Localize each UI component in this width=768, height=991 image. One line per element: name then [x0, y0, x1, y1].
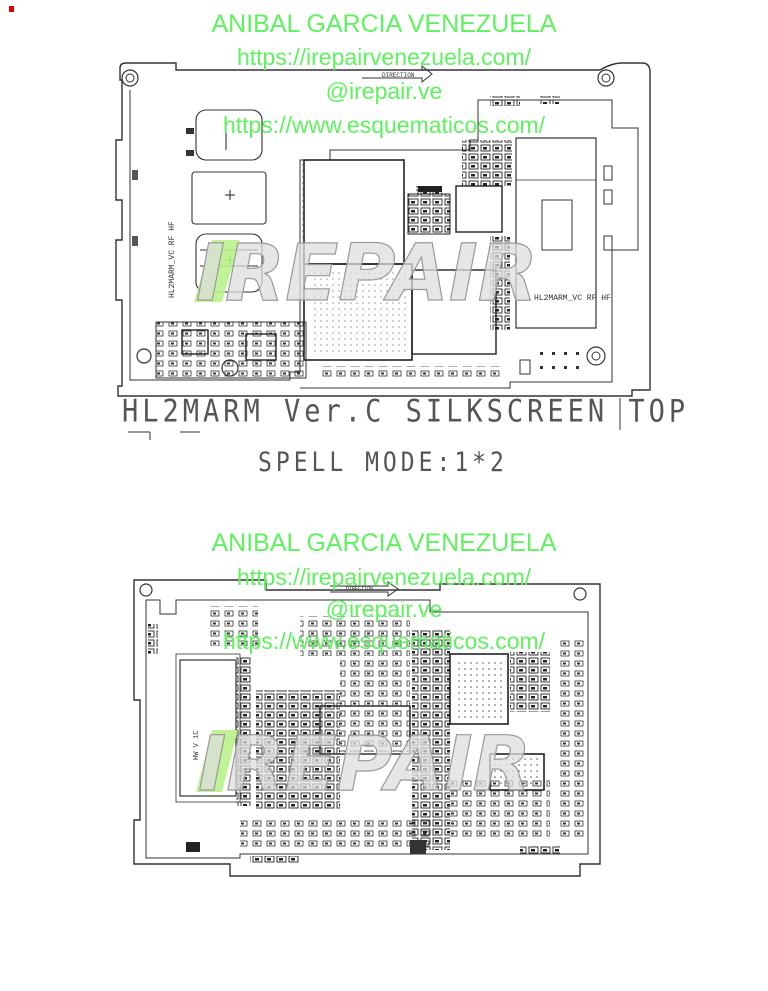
logo-text-bottom: IREPAIR — [198, 719, 531, 808]
bottom-direction-label: DIRECTION — [346, 586, 373, 592]
irepair-logo-top: IREPAIR — [194, 228, 538, 320]
top-board-label-left: HL2MARM_VC RF HF — [168, 221, 177, 298]
spell-mode-caption: SPELL MODE:1*2 — [258, 448, 508, 478]
svg-text:HW V 1C: HW V 1C — [193, 731, 201, 760]
bottom-board: HW V 1C — [133, 579, 601, 877]
irepair-logo-bottom: IREPAIR — [196, 718, 532, 809]
top-board — [115, 62, 651, 440]
red-corner-marker — [9, 6, 14, 12]
logo-text-top: IREPAIR — [196, 229, 538, 319]
top-board-label-right: HL2MARM_VC RF HF — [534, 294, 611, 303]
top-direction-label: DIRECTION — [382, 72, 415, 79]
silkscreen-caption: HL2MARM Ver.C SILKSCREEN TOP — [122, 393, 690, 430]
